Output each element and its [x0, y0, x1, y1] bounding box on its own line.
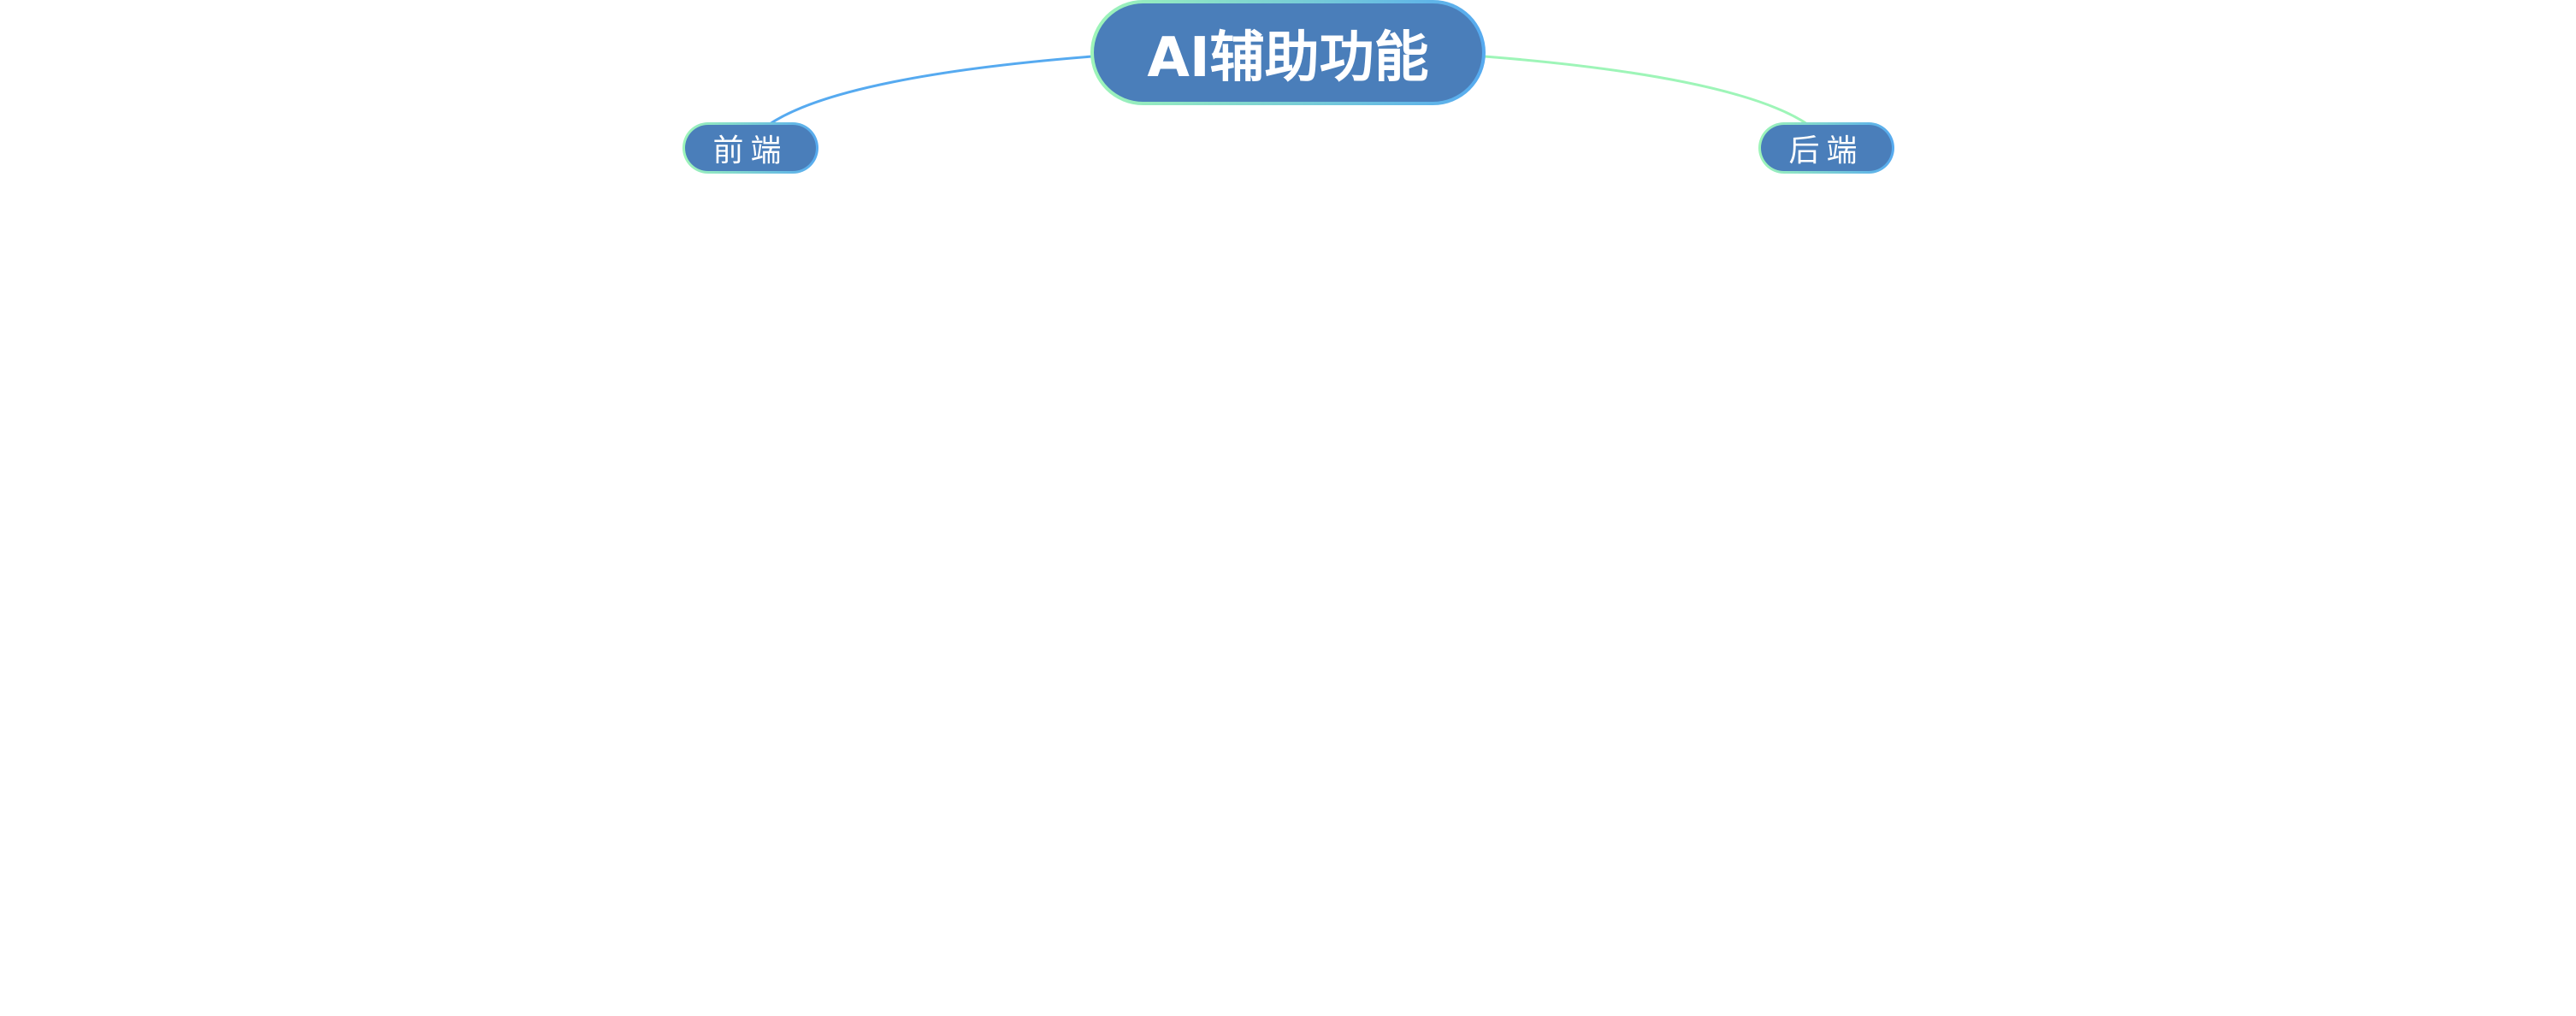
root-node-label: AI辅助功能 [1147, 26, 1429, 90]
link-root-to-backend [1484, 55, 1808, 126]
frontend-node-label: 前端 [712, 133, 789, 168]
link-root-to-frontend [769, 55, 1093, 126]
backend-node[interactable]: 后端 [1758, 122, 1894, 174]
root-node[interactable]: AI辅助功能 [1090, 0, 1486, 105]
frontend-node[interactable]: 前端 [682, 122, 818, 174]
backend-node-label: 后端 [1788, 133, 1864, 168]
